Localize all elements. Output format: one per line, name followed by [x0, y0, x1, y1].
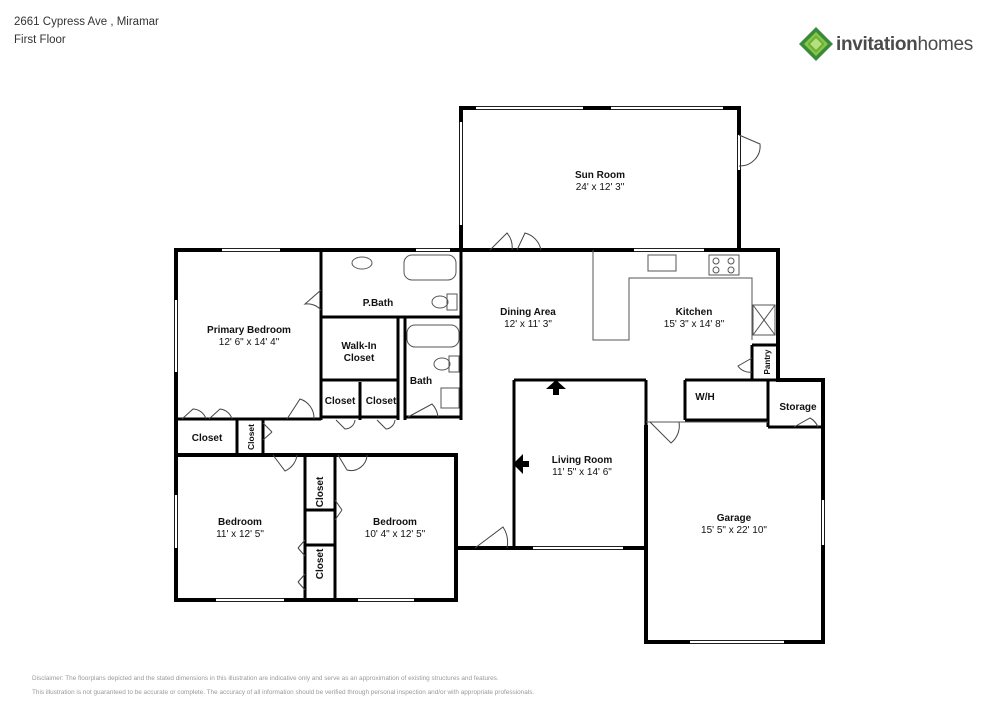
closet-d-label: Closet [246, 424, 256, 450]
sun-room-label: Sun Room [575, 170, 625, 181]
exterior-walls [174, 106, 825, 644]
disclaimer-line-2: This illustration is not guaranteed to b… [32, 689, 535, 696]
sun-room-dims: 24' x 12' 3" [576, 182, 625, 193]
dining-area-label: Dining Area [500, 307, 556, 318]
floor-label: First Floor [14, 34, 66, 46]
pbath-label: P.Bath [363, 298, 393, 309]
bedroom-2-label: Bedroom [373, 517, 417, 528]
property-address: 2661 Cypress Ave , Miramar [14, 16, 159, 28]
kitchen-dims: 15' 3" x 14' 8" [664, 319, 725, 330]
arrow-left-stem [523, 461, 529, 467]
arrow-up-stem [553, 389, 559, 395]
walk-in-closet-line1: Walk-In [341, 341, 376, 352]
brand-logo: invitationhomes [798, 26, 978, 62]
closet-e-label: Closet [315, 476, 326, 507]
closet-f-label: Closet [315, 548, 326, 579]
living-room-label: Living Room [552, 455, 613, 466]
logo-word-rest: homes [917, 34, 973, 55]
disclaimer-line-1: Disclaimer: The floorplans depicted and … [32, 675, 499, 682]
garage-dims: 15' 5" x 22' 10" [701, 525, 767, 536]
kitchen-label: Kitchen [676, 307, 713, 318]
doors [181, 134, 819, 591]
primary-bedroom-dims: 12' 6" x 14' 4" [219, 337, 280, 348]
storage-label: Storage [779, 402, 817, 413]
windows [174, 106, 825, 644]
logo-wordmark: invitationhomes [836, 34, 973, 56]
wh-label: W/H [695, 392, 714, 403]
interior-walls [176, 250, 823, 600]
bedroom-1-dims: 11' x 12' 5" [216, 529, 264, 540]
closet-b-label: Closet [366, 396, 397, 407]
arrow-left-icon [513, 454, 523, 474]
primary-bedroom-label: Primary Bedroom [207, 325, 291, 336]
closet-c-label: Closet [192, 433, 223, 444]
walk-in-closet-line2: Closet [344, 353, 375, 364]
living-room-dims: 11' 5" x 14' 6" [552, 467, 612, 478]
arrow-up-icon [546, 380, 566, 389]
dining-area-dims: 12' x 11' 3" [504, 319, 552, 330]
closet-a-label: Closet [325, 396, 356, 407]
logo-mark-icon [799, 27, 833, 61]
bedroom-2-dims: 10' 4" x 12' 5" [365, 529, 426, 540]
bedroom-1-label: Bedroom [218, 517, 262, 528]
logo-word-bold: invitation [836, 34, 918, 55]
bath-label: Bath [410, 376, 432, 387]
fixtures [351, 250, 776, 423]
direction-arrows [513, 380, 566, 474]
pantry-label: Pantry [763, 349, 772, 374]
garage-label: Garage [717, 513, 752, 524]
